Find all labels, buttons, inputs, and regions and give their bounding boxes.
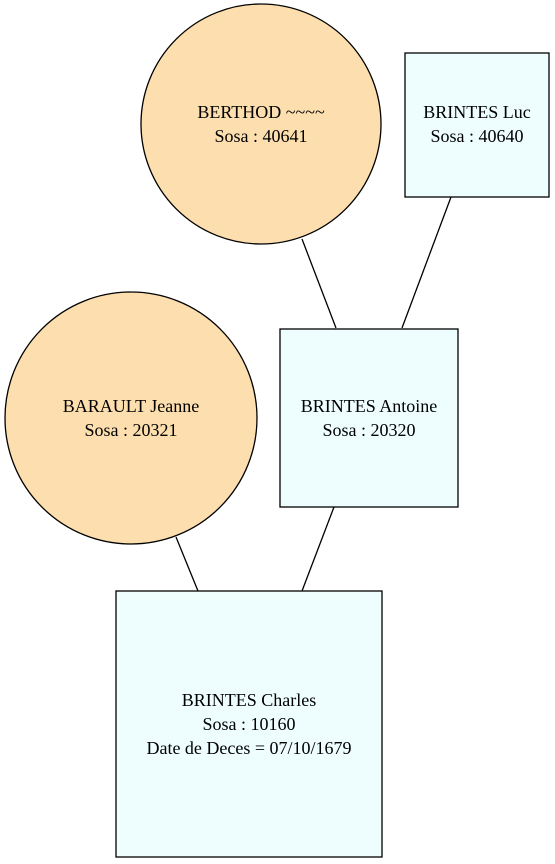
- node-barault-jeanne-label: BARAULT Jeanne Sosa : 20321: [5, 394, 257, 442]
- node-brintes-charles-death: Date de Deces = 07/10/1679: [146, 738, 352, 758]
- node-brintes-charles-shape: [115, 590, 383, 858]
- node-barault-jeanne-sosa: Sosa : 20321: [84, 420, 178, 440]
- edge-luc-antoine: [401, 196, 452, 329]
- node-brintes-charles-name: BRINTES Charles: [181, 690, 317, 710]
- node-brintes-antoine-shape: [279, 328, 459, 508]
- edge-berthod-antoine: [301, 238, 337, 329]
- node-berthod-name: BERTHOD ~~~~: [197, 102, 325, 122]
- node-brintes-luc-name: BRINTES Luc: [423, 102, 531, 122]
- node-brintes-antoine-name: BRINTES Antoine: [300, 396, 438, 416]
- node-brintes-luc-shape: [404, 52, 550, 198]
- edge-antoine-charles: [301, 506, 335, 592]
- edge-barault-charles: [175, 536, 199, 592]
- node-berthod-shape: [140, 3, 382, 245]
- node-brintes-antoine-label: BRINTES Antoine Sosa : 20320: [280, 394, 458, 442]
- node-brintes-luc-label: BRINTES Luc Sosa : 40640: [405, 100, 549, 148]
- node-brintes-charles-sosa: Sosa : 10160: [202, 714, 296, 734]
- node-berthod-sosa: Sosa : 40641: [214, 126, 308, 146]
- node-barault-jeanne-name: BARAULT Jeanne: [62, 396, 200, 416]
- node-brintes-charles-label: BRINTES Charles Sosa : 10160 Date de Dec…: [116, 688, 382, 760]
- node-brintes-antoine-sosa: Sosa : 20320: [322, 420, 416, 440]
- node-berthod-label: BERTHOD ~~~~ Sosa : 40641: [141, 100, 381, 148]
- node-barault-jeanne-shape: [4, 291, 258, 545]
- node-brintes-luc-sosa: Sosa : 40640: [430, 126, 524, 146]
